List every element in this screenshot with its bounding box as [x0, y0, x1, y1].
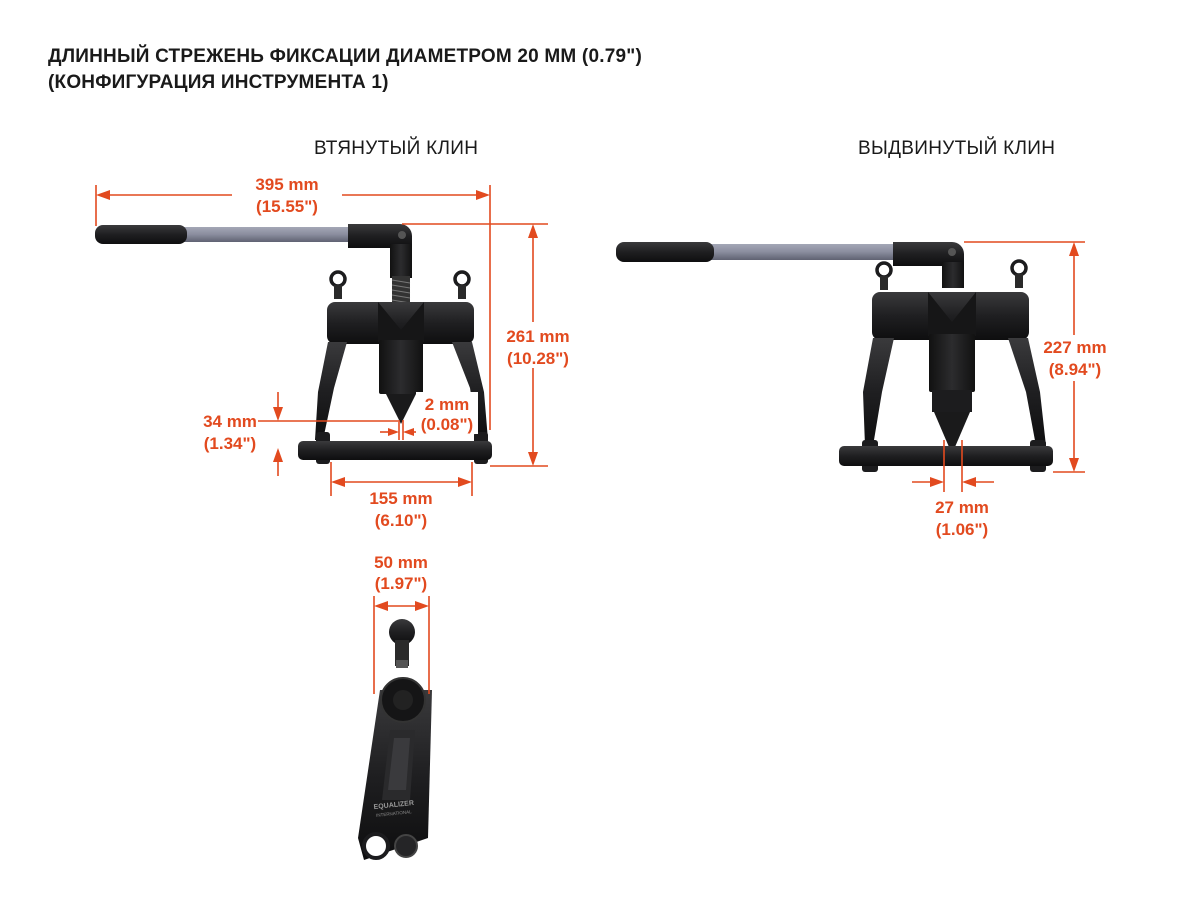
crossbar [327, 302, 474, 344]
brand-logo: EQUALIZER [373, 800, 414, 811]
dim-jaw-height-inch: (1.34") [204, 434, 256, 453]
view-title-retracted: ВТЯНУТЫЙ КЛИН [314, 138, 479, 159]
wedge [379, 340, 423, 394]
dim-jaw-span: 155 mm (6.10") [330, 462, 473, 530]
dim-retracted-height: 261 mm (10.28") [402, 223, 580, 467]
dim-retracted-width-inch: (15.55") [256, 197, 318, 216]
handle-elbow [348, 224, 412, 248]
dim-side-width: 50 mm (1.97") [373, 553, 430, 694]
dim-extended-gap-inch: (1.06") [936, 520, 988, 539]
dim-tip-gap-mm: 2 mm [425, 395, 469, 414]
dim-extended-gap: 27 mm (1.06") [912, 440, 994, 539]
locking-pin [298, 441, 492, 460]
dim-extended-height: 227 mm (8.94") [964, 241, 1114, 473]
tool-extended [616, 242, 1053, 472]
eye-bolt-left [875, 261, 893, 290]
dim-jaw-span-mm: 155 mm [369, 489, 432, 508]
dim-side-width-inch: (1.97") [375, 574, 427, 593]
dim-extended-height-mm: 227 mm [1043, 338, 1106, 357]
dim-jaw-height: 34 mm (1.34") [203, 392, 398, 476]
dim-retracted-height-mm: 261 mm [506, 327, 569, 346]
eye-bolt-right [453, 270, 471, 299]
dim-jaw-height-mm: 34 mm [203, 412, 257, 431]
arm-left [863, 338, 894, 446]
dim-tip-gap-inch: (0.08") [421, 415, 473, 434]
dim-extended-gap-mm: 27 mm [935, 498, 989, 517]
handle-tube [180, 227, 352, 242]
page-title-line-2: (КОНФИГУРАЦИЯ ИНСТРУМЕНТА 1) [48, 72, 389, 93]
eye-bolt-left [329, 270, 347, 299]
dimensions: 395 mm (15.55") 261 mm (10.28") 34 mm (1… [95, 170, 1114, 694]
wedge [929, 334, 975, 392]
dim-retracted-height-inch: (10.28") [507, 349, 569, 368]
dim-side-width-mm: 50 mm [374, 553, 428, 572]
view-title-extended: ВЫДВИНУТЫЙ КЛИН [858, 138, 1056, 159]
arm-right [452, 342, 488, 440]
eye-bolt-right [1010, 259, 1028, 288]
handle-grip [616, 242, 714, 262]
dim-jaw-span-inch: (6.10") [375, 511, 427, 530]
tool-side-view: EQUALIZER INTERNATIONAL [358, 619, 432, 860]
dim-extended-height-inch: (8.94") [1049, 360, 1101, 379]
dim-retracted-width: 395 mm (15.55") [95, 170, 491, 430]
handle-tube [706, 244, 898, 260]
handle-elbow [893, 242, 964, 266]
page-title-line-1: ДЛИННЫЙ СТРЕЖЕНЬ ФИКСАЦИИ ДИАМЕТРОМ 20 М… [48, 46, 642, 67]
dim-tip-gap: 2 mm (0.08") [380, 392, 478, 440]
tool-retracted [95, 224, 492, 464]
arm-left [315, 342, 347, 440]
brand-logo-sub: INTERNATIONAL [376, 809, 412, 818]
arm-right [1008, 338, 1046, 446]
crossbar [872, 292, 1029, 340]
dim-retracted-width-mm: 395 mm [255, 175, 318, 194]
locking-pin [839, 446, 1053, 466]
handle-grip [95, 225, 187, 244]
